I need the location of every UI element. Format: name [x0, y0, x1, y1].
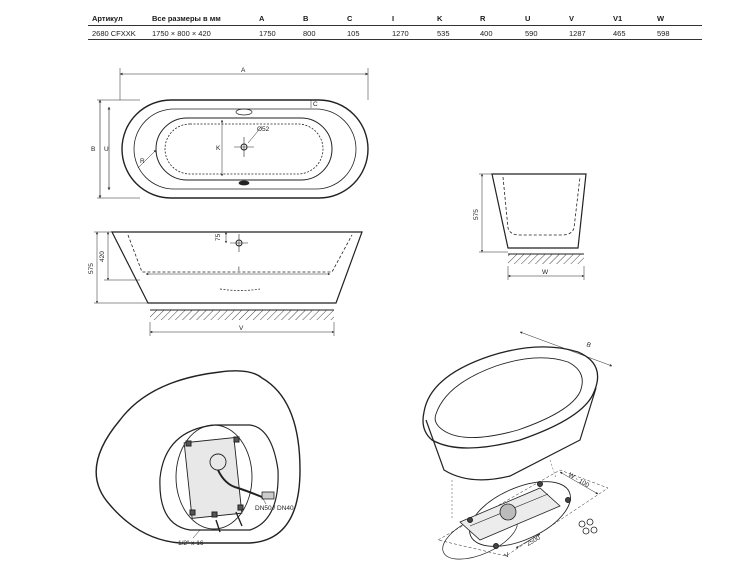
label-w: W — [542, 269, 549, 276]
iso-label-v: V — [504, 551, 512, 560]
dim-r-line — [137, 149, 157, 169]
cell-w: 598 — [657, 29, 670, 38]
foot-icon — [189, 509, 196, 516]
iso-tub-body — [425, 387, 597, 481]
top-view — [97, 68, 369, 199]
label-b: B — [91, 146, 95, 153]
iso-floor-outline — [437, 469, 609, 557]
label-a: A — [241, 67, 246, 74]
label-dn: DN50 / DN40 — [255, 505, 294, 512]
foot-icon — [211, 511, 218, 518]
label-v: V — [239, 325, 244, 332]
label-thread: 1/2" x 16 — [178, 540, 204, 547]
tub-outer-rim — [121, 99, 369, 199]
cell-b: 800 — [303, 29, 316, 38]
fitting-icon — [586, 518, 594, 526]
thread-leader — [192, 529, 201, 539]
label-c: C — [313, 101, 318, 108]
label-u: U — [104, 146, 109, 153]
iso-dim-v-line — [515, 533, 541, 549]
cell-v: 1287 — [569, 29, 586, 38]
side-profile-outer — [111, 231, 363, 304]
tub-underside-base — [159, 424, 279, 531]
label-75: 75 — [215, 233, 222, 241]
iso-dim-w-line — [559, 471, 599, 495]
label-drain: Ø52 — [257, 126, 270, 133]
iso-label-2500: 2500 — [526, 534, 542, 547]
cell-a: 1750 — [259, 29, 276, 38]
cell-i: 1270 — [392, 29, 409, 38]
cell-r: 400 — [480, 29, 493, 38]
side-view — [94, 231, 363, 336]
foot-icon — [237, 504, 244, 511]
end-view — [479, 173, 587, 280]
tub-underside-shell — [95, 370, 301, 544]
header-v: V — [569, 14, 575, 23]
header-k: K — [437, 14, 443, 23]
table-rule-bottom — [88, 39, 702, 40]
header-article: Артикул — [92, 14, 123, 23]
iso-waste-icon — [499, 503, 517, 521]
dn-leader — [261, 496, 267, 505]
header-u: U — [525, 14, 531, 23]
side-floor-hatch — [150, 310, 334, 320]
iso-view — [422, 331, 613, 560]
overflow-icon — [235, 108, 253, 116]
cell-v1: 465 — [613, 29, 626, 38]
iso-guide-right — [549, 459, 557, 479]
header-all-sizes: Все размеры в мм — [152, 14, 221, 23]
base-oval — [175, 424, 253, 530]
label-575: 575 — [88, 263, 95, 274]
end-profile-outer — [491, 173, 587, 249]
header-v1: V1 — [613, 14, 623, 23]
cell-c: 105 — [347, 29, 360, 38]
side-profile-inner — [127, 234, 353, 273]
tub-basin-floor — [164, 123, 324, 175]
iso-label-b: B — [585, 341, 591, 349]
waste-connector — [261, 491, 275, 500]
cell-k: 535 — [437, 29, 450, 38]
cell-u: 590 — [525, 29, 538, 38]
table-rule-top — [88, 25, 702, 26]
header-a: A — [259, 14, 265, 23]
label-r: R — [140, 158, 145, 165]
spec-table: Артикул Все размеры в мм A B C I K R U V… — [0, 0, 750, 48]
drain-leader — [247, 130, 259, 144]
install-view — [95, 370, 301, 544]
label-end-575: 575 — [473, 209, 480, 220]
foot-icon — [185, 440, 192, 447]
header-i: I — [392, 14, 395, 23]
iso-label-w: W - 100 — [567, 472, 591, 490]
end-profile-inner — [502, 176, 581, 236]
label-i: I — [238, 266, 240, 273]
mounting-plate — [183, 437, 243, 519]
adjustable-feet — [185, 436, 244, 518]
header-w: W — [657, 14, 665, 23]
feet-screws — [215, 511, 243, 533]
iso-foot-icon — [493, 543, 499, 549]
fitting-icon — [582, 527, 590, 535]
header-r: R — [480, 14, 486, 23]
cell-article: 2680 CFXXK — [92, 29, 136, 38]
fitting-icon — [578, 520, 586, 528]
fitting-icon — [590, 526, 598, 534]
iso-foot-icon — [467, 517, 473, 523]
foot-icon — [233, 436, 240, 443]
iso-foot-icon — [565, 497, 571, 503]
side-waste-curve — [219, 288, 261, 291]
iso-tub-basin — [434, 357, 583, 438]
end-floor-hatch — [508, 254, 584, 264]
cell-all-sizes: 1750 × 800 × 420 — [152, 29, 211, 38]
waste-pipe — [217, 469, 263, 498]
label-k: K — [216, 145, 221, 152]
header-b: B — [303, 14, 309, 23]
label-420: 420 — [99, 251, 106, 262]
tub-basin-edge — [155, 117, 333, 181]
iso-foot-icon — [537, 481, 543, 487]
overflow-bottom-icon — [238, 180, 250, 186]
header-c: C — [347, 14, 353, 23]
